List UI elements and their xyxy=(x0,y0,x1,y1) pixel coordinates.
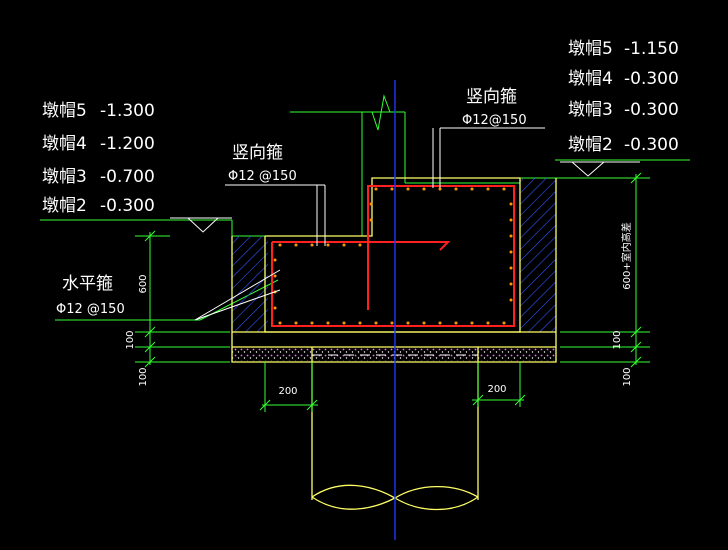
vertical-stirrup-right-spec: Φ12@150 xyxy=(462,113,527,128)
right-level-name: 墩帽2 xyxy=(568,135,613,155)
dim-left-height: 600 xyxy=(138,274,149,293)
horizontal-stirrup-spec: Φ12 @150 xyxy=(56,302,125,317)
pile-cap-outline xyxy=(231,177,557,511)
right-level-name: 墩帽3 xyxy=(568,100,613,120)
left-level-value: -1.300 xyxy=(100,101,155,121)
left-level-value: -0.300 xyxy=(100,196,155,216)
right-level-value: -1.150 xyxy=(624,39,679,59)
right-level-value: -0.300 xyxy=(624,100,679,120)
soil-hatch-right xyxy=(520,178,556,332)
vertical-stirrup-left-title: 竖向箍 xyxy=(232,143,283,163)
dim-right-height: 600+室内高差 xyxy=(620,222,633,289)
dim-bottom-left: 200 xyxy=(278,386,297,397)
left-level-name: 墩帽3 xyxy=(42,167,87,187)
dim-bottom-right: 200 xyxy=(487,384,506,395)
right-level-list: 墩帽5 -1.150 墩帽4 -0.300 墩帽3 -0.300 墩帽2 -0.… xyxy=(568,39,679,155)
dim-left-cushion: 100 xyxy=(125,330,136,349)
dim-right-cushion: 100 xyxy=(612,330,623,349)
dimension-lines xyxy=(135,172,650,412)
soil-hatch-left xyxy=(232,236,268,332)
right-level-name: 墩帽4 xyxy=(568,69,613,89)
rebar-dots xyxy=(273,187,513,325)
annotation-leaders xyxy=(194,127,545,321)
level-symbol-right xyxy=(560,161,640,177)
horizontal-stirrup-title: 水平箍 xyxy=(62,274,113,294)
left-level-name: 墩帽4 xyxy=(42,134,87,154)
right-level-name: 墩帽5 xyxy=(568,39,613,59)
left-level-value: -0.700 xyxy=(100,167,155,187)
vertical-stirrup-left-spec: Φ12 @150 xyxy=(228,169,297,184)
level-symbol-left xyxy=(170,217,232,233)
dim-right-bottom: 100 xyxy=(622,367,633,386)
dim-left-bottom: 100 xyxy=(138,367,149,386)
vertical-stirrup-right-title: 竖向箍 xyxy=(466,87,517,107)
right-level-value: -0.300 xyxy=(624,135,679,155)
left-level-name: 墩帽5 xyxy=(42,101,87,121)
rebar-cage xyxy=(271,185,515,327)
gravel-cushion xyxy=(232,347,556,361)
left-level-value: -1.200 xyxy=(100,134,155,154)
left-level-name: 墩帽2 xyxy=(42,196,87,216)
right-level-value: -0.300 xyxy=(624,69,679,89)
left-level-list: 墩帽5 -1.300 墩帽4 -1.200 墩帽3 -0.700 墩帽2 -0.… xyxy=(42,101,155,216)
